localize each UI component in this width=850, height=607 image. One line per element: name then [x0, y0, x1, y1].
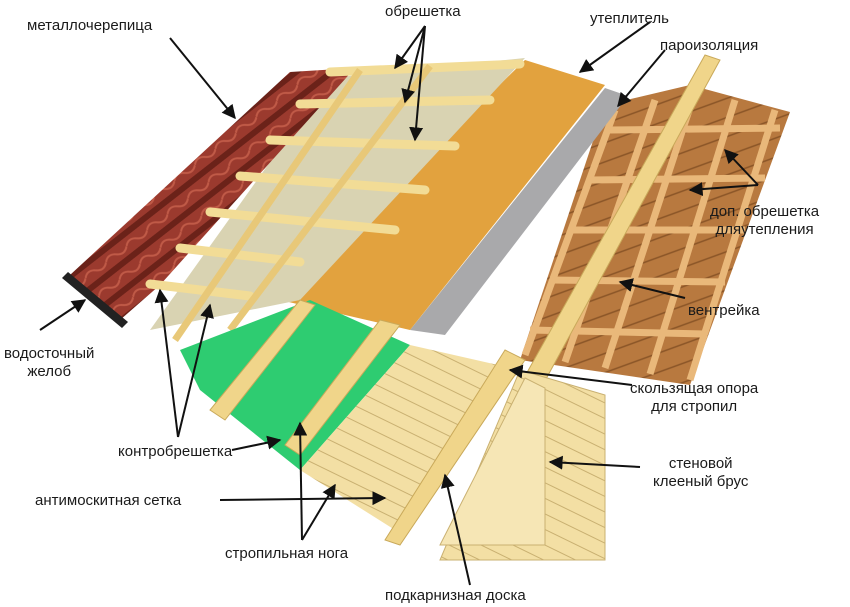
gable-triangle [439, 377, 546, 546]
label-vent-bar: вентрейка [688, 302, 760, 319]
label-insulation: утеплитель [590, 10, 669, 27]
rafters [209, 299, 526, 546]
label-gutter-line2: желоб [27, 363, 72, 380]
gutter [62, 272, 128, 328]
counter-battens [172, 63, 433, 342]
metal-tile [70, 68, 355, 320]
label-wall-beam-line1: стеновой [668, 455, 733, 472]
label-battens: обрешетка [385, 3, 461, 20]
label-counter-battens: контробрешетка [118, 443, 233, 460]
extra-battens [521, 90, 781, 382]
eaves-boards [300, 345, 520, 530]
ceiling-boards [520, 85, 790, 385]
label-extra-battens-line2: дляутепления [715, 221, 814, 238]
label-vapor-barrier: пароизоляция [660, 37, 759, 54]
label-sliding-support: скользящая опора для стропил [630, 380, 758, 416]
leader-lines [39, 21, 759, 586]
label-sliding-support-line2: для стропил [651, 398, 738, 415]
label-wall-beam-line2: клееный брус [653, 473, 749, 490]
mosquito-mesh [180, 300, 410, 470]
label-metal-tile: металлочерепица [27, 17, 153, 34]
label-gutter: водосточный желоб [4, 345, 94, 381]
label-rafter: стропильная нога [225, 545, 349, 562]
insulation-layer [280, 60, 605, 330]
label-mosquito-mesh: антимоскитная сетка [35, 492, 182, 509]
label-extra-battens: доп. обрешетка дляутепления [710, 203, 819, 239]
label-eaves-board: подкарнизная доска [385, 587, 526, 604]
label-gutter-line1: водосточный [4, 345, 95, 362]
membrane [150, 58, 525, 330]
label-wall-beam: стеновой клееный брус [653, 455, 748, 491]
vapor-barrier [410, 88, 628, 335]
label-extra-battens-line1: доп. обрешетка [710, 203, 820, 220]
label-sliding-support-line1: скользящая опора [630, 380, 759, 397]
